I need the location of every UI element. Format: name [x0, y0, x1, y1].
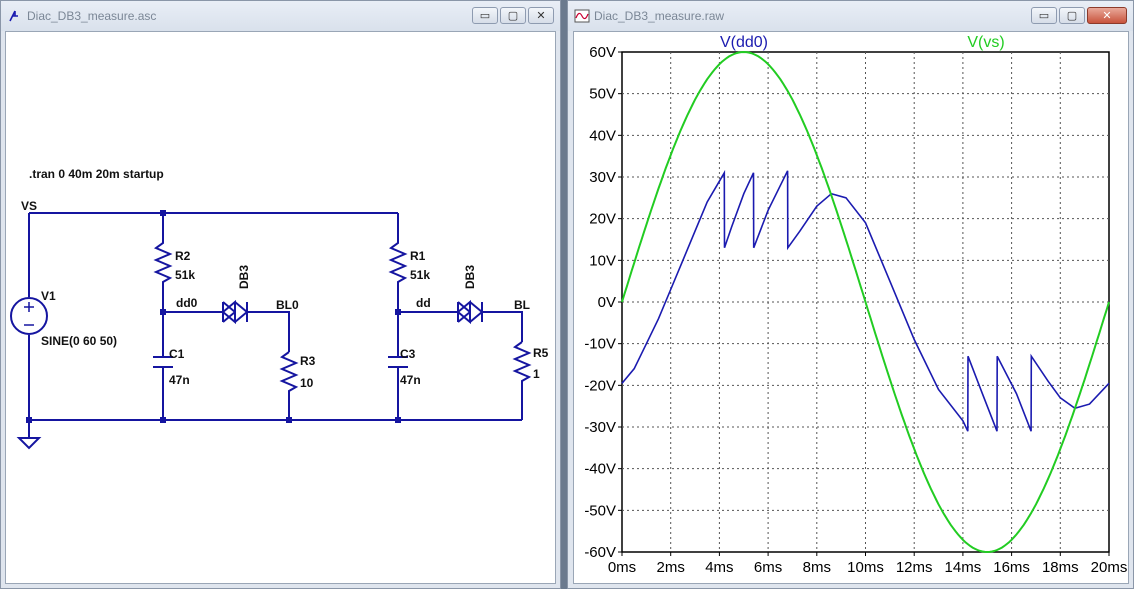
x-tick-label: 10ms [847, 559, 884, 576]
r1-name: R1 [410, 249, 426, 263]
v1-value: SINE(0 60 50) [41, 334, 117, 348]
maximize-icon: ▢ [1066, 9, 1078, 22]
x-tick-label: 16ms [993, 559, 1030, 576]
net-label-bl0: BL0 [276, 298, 299, 312]
x-tick-label: 20ms [1091, 559, 1128, 576]
y-tick-label: 50V [589, 86, 616, 103]
diac-db3-2[interactable] [456, 299, 483, 325]
x-tick-label: 0ms [608, 559, 636, 576]
schematic-titlebar[interactable]: Diac_DB3_measure.asc ▭ ▢ ✕ [1, 1, 560, 31]
net-label-bl: BL [514, 298, 530, 312]
resistor-r3[interactable] [279, 351, 299, 420]
schematic-window: Diac_DB3_measure.asc ▭ ▢ ✕ [0, 0, 561, 589]
c1-name: C1 [169, 347, 185, 361]
maximize-button[interactable]: ▢ [500, 7, 526, 24]
junction-dots [26, 210, 401, 423]
r3-name: R3 [300, 354, 316, 368]
schematic-canvas[interactable]: .tran 0 40m 20m startup VS V1 SINE(0 60 … [5, 31, 556, 584]
y-tick-label: -50V [584, 502, 616, 519]
x-tick-label: 2ms [657, 559, 685, 576]
ground-symbol [16, 437, 42, 450]
close-button[interactable]: ✕ [528, 7, 554, 24]
wire-bl0 [247, 311, 290, 352]
x-tick-label: 18ms [1042, 559, 1079, 576]
y-tick-label: 60V [589, 44, 616, 61]
resistor-r1[interactable] [388, 213, 408, 312]
y-tick-label: 0V [598, 294, 616, 311]
x-tick-label: 6ms [754, 559, 782, 576]
diac2-label: DB3 [463, 265, 477, 289]
diac1-label: DB3 [237, 265, 251, 289]
r2-value: 51k [175, 268, 195, 282]
series-line-vvs [621, 50, 1110, 554]
legend-vdd0: V(dd0) [720, 34, 768, 51]
circuit-schematic[interactable]: .tran 0 40m 20m startup VS V1 SINE(0 60 … [6, 32, 556, 584]
y-tick-label: -40V [584, 461, 616, 478]
waveform-plot-pane[interactable]: 0ms 2ms 4ms 6ms 8ms 10ms 12ms 14ms 16ms 18ms 20ms 6… [573, 31, 1129, 584]
close-icon: ✕ [1102, 9, 1112, 22]
r1-value: 51k [410, 268, 430, 282]
schematic-icon [9, 10, 18, 22]
maximize-icon: ▢ [507, 9, 519, 22]
y-tick-label: -10V [584, 336, 616, 353]
y-tick-label: -20V [584, 377, 616, 394]
v1-name: V1 [41, 289, 56, 303]
resistor-r5[interactable] [512, 341, 532, 420]
waveform-plot[interactable]: 0ms 2ms 4ms 6ms 8ms 10ms 12ms 14ms 16ms 18ms 20ms 6… [574, 32, 1129, 584]
waveform-icon [574, 9, 590, 23]
minimize-icon: ▭ [1038, 9, 1050, 22]
maximize-button[interactable]: ▢ [1059, 7, 1085, 24]
x-tick-label: 4ms [705, 559, 733, 576]
net-label-vs: VS [21, 199, 37, 213]
c3-value: 47n [400, 373, 421, 387]
y-tick-label: 40V [589, 127, 616, 144]
waveform-titlebar[interactable]: Diac_DB3_measure.raw ▭ ▢ ✕ [568, 1, 1133, 31]
y-tick-label: 10V [589, 252, 616, 269]
waveform-window-title: Diac_DB3_measure.raw [594, 9, 725, 23]
waveform-window: Diac_DB3_measure.raw ▭ ▢ ✕ 0ms 2ms 4ms 6ms 8… [567, 0, 1134, 589]
y-tick-label: -30V [584, 419, 616, 436]
minimize-button[interactable]: ▭ [1031, 7, 1057, 24]
wire-bl [482, 311, 523, 342]
diac-db3-1[interactable] [221, 299, 248, 325]
r3-value: 10 [300, 376, 314, 390]
close-icon: ✕ [536, 9, 546, 22]
r2-name: R2 [175, 249, 191, 263]
net-label-dd: dd [416, 296, 431, 310]
y-tick-label: 30V [589, 169, 616, 186]
series-line-vdd0 [621, 169, 1110, 432]
c1-value: 47n [169, 373, 190, 387]
x-tick-label: 8ms [803, 559, 831, 576]
y-tick-label: -60V [584, 544, 616, 561]
close-button[interactable]: ✕ [1087, 7, 1127, 24]
c3-name: C3 [400, 347, 416, 361]
net-label-dd0: dd0 [176, 296, 198, 310]
minimize-button[interactable]: ▭ [472, 7, 498, 24]
r5-value: 1 [533, 367, 540, 381]
r5-name: R5 [533, 346, 549, 360]
minimize-icon: ▭ [479, 9, 491, 22]
plus-icon [24, 302, 34, 312]
x-tick-label: 14ms [945, 559, 982, 576]
y-tick-label: 20V [589, 211, 616, 228]
spice-directive[interactable]: .tran 0 40m 20m startup [29, 167, 164, 181]
legend-vvs: V(vs) [967, 34, 1004, 51]
x-tick-label: 12ms [896, 559, 933, 576]
v1-source[interactable] [10, 297, 48, 335]
resistor-r2[interactable] [153, 213, 173, 312]
schematic-window-title: Diac_DB3_measure.asc [27, 9, 157, 23]
